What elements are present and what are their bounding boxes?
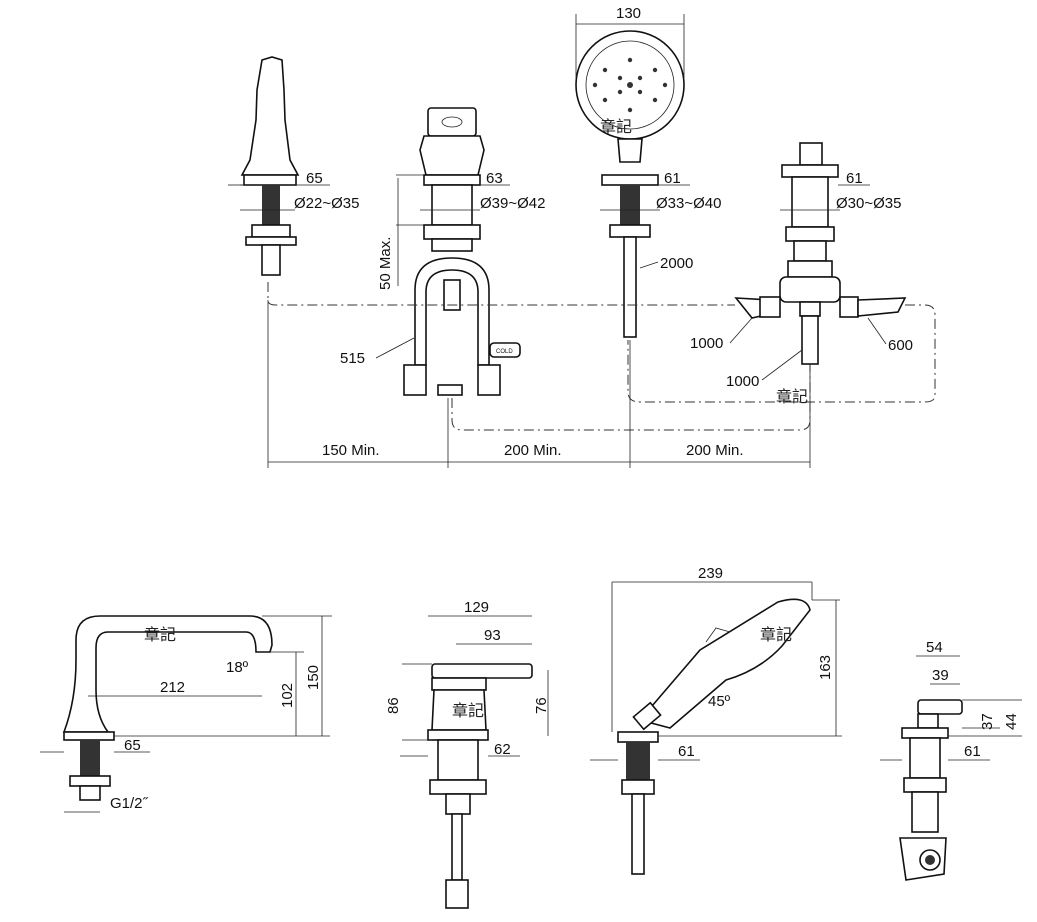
shower-hose-length: 2000 xyxy=(660,255,693,272)
spout-angle: 18º xyxy=(226,659,249,676)
diverter-top-hole: Ø30~Ø35 xyxy=(836,195,901,212)
watermark-1: 章記 xyxy=(600,118,632,136)
spacing-dimension xyxy=(267,300,811,468)
valve-length: 129 xyxy=(464,599,489,616)
spacing-3: 200 Min. xyxy=(686,442,744,459)
shower-angle: 45º xyxy=(708,693,731,710)
bottom-valve xyxy=(400,615,549,909)
bottom-hand-shower xyxy=(590,581,842,875)
diverter-bottom-width: 61 xyxy=(964,743,981,760)
diverter-lever: 39 xyxy=(932,667,949,684)
diverter-height-1: 37 xyxy=(979,713,996,730)
watermark-2: 章記 xyxy=(776,388,808,406)
watermark-3: 章記 xyxy=(144,626,176,644)
valve-cold-label: COLD xyxy=(496,349,513,355)
spout-reach: 212 xyxy=(160,679,185,696)
valve-height: 86 xyxy=(385,697,402,714)
shower-top-hole: Ø33~Ø40 xyxy=(656,195,721,212)
top-hand-shower xyxy=(575,14,690,338)
diverter-top-width: 61 xyxy=(846,170,863,187)
bottom-diverter xyxy=(880,655,1022,881)
shower-height: 163 xyxy=(817,655,834,680)
valve-top-hole: Ø39~Ø42 xyxy=(480,195,545,212)
shower-bottom-width: 61 xyxy=(678,743,695,760)
spout-outlet-height: 102 xyxy=(279,683,296,708)
diverter-hose-right: 600 xyxy=(888,337,913,354)
valve-height-inner: 76 xyxy=(533,697,550,714)
valve-hose-length: 515 xyxy=(340,350,365,367)
spout-height: 150 xyxy=(305,665,322,690)
valve-bottom-width: 62 xyxy=(494,741,511,758)
spout-bottom-width: 65 xyxy=(124,737,141,754)
diverter-hose-left: 1000 xyxy=(690,335,723,352)
top-diverter xyxy=(734,142,907,365)
spacing-2: 200 Min. xyxy=(504,442,562,459)
valve-top-height: 50 Max. xyxy=(377,237,394,290)
watermark-5: 章記 xyxy=(760,626,792,644)
shower-length: 239 xyxy=(698,565,723,582)
valve-top-width: 63 xyxy=(486,170,503,187)
spacing-1: 150 Min. xyxy=(322,442,380,459)
diverter-hose-bottom: 1000 xyxy=(726,373,759,390)
shower-top-width: 61 xyxy=(664,170,681,187)
top-spout xyxy=(228,56,330,276)
watermark-4: 章記 xyxy=(452,702,484,720)
top-valve xyxy=(396,107,521,396)
spout-thread: G1/2˝ xyxy=(110,795,149,812)
spout-top-width: 65 xyxy=(306,170,323,187)
bottom-spout xyxy=(40,615,332,813)
diverter-length: 54 xyxy=(926,639,943,656)
spout-top-hole: Ø22~Ø35 xyxy=(294,195,359,212)
diverter-height-2: 44 xyxy=(1003,713,1020,730)
valve-lever: 93 xyxy=(484,627,501,644)
shower-head-diameter: 130 xyxy=(616,5,641,22)
